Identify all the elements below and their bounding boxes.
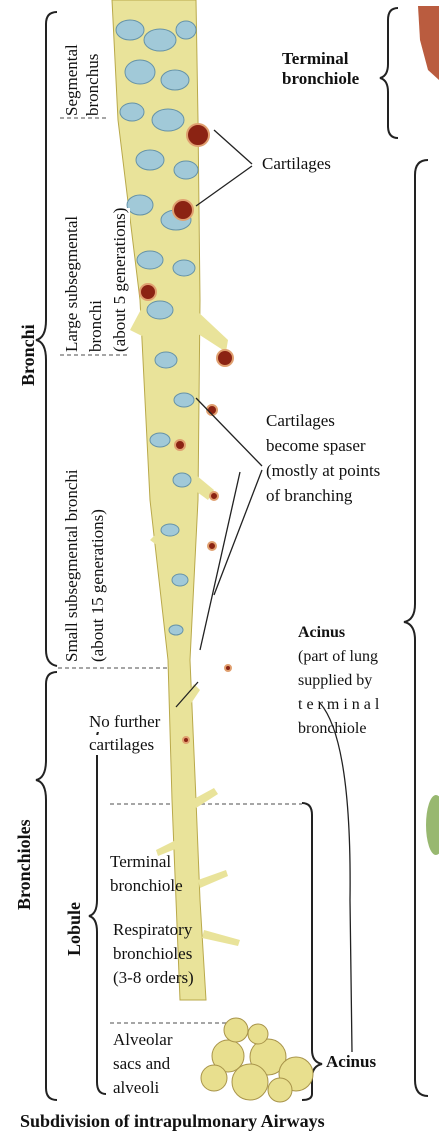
- acinus-desc-line1: (part of lung: [298, 647, 378, 667]
- alveolar-line1: Alveolar: [113, 1030, 172, 1050]
- acinus-bottom-bracket: [302, 803, 322, 1100]
- respiratory-line1: Respiratory: [113, 920, 192, 940]
- terminal-bronchiole-low-line2: bronchiole: [110, 876, 183, 896]
- alveolar-line2: sacs and: [113, 1054, 170, 1074]
- terminal-bronchiole-bracket: [380, 8, 398, 138]
- acinus-desc-line3: t e r m i n a l: [298, 695, 379, 715]
- respiratory-line3: (3-8 orders): [113, 968, 194, 988]
- acinus-right-bracket: [404, 160, 428, 1096]
- lobule-bracket: [89, 727, 106, 1094]
- cartilages-sparser-line4: of branching: [266, 486, 352, 506]
- segmental-line1: Segmental: [62, 44, 82, 116]
- respiratory-line2: bronchioles: [113, 944, 192, 964]
- small-subsegmental-line1: Small subsegmental bronchi: [62, 469, 82, 662]
- segmental-line2: bronchus: [83, 54, 103, 116]
- acinus-bottom-label: Acinus: [326, 1052, 376, 1072]
- cartilages-sparser-line2: become spaser: [266, 436, 366, 456]
- no-further-line1: No further: [89, 712, 160, 732]
- no-further-line2: cartilages: [89, 735, 154, 755]
- terminal-bronchiole-top-line1: Terminal: [282, 49, 348, 69]
- cartilages-sparser-line1: Cartilages: [266, 411, 335, 431]
- lobule-label: Lobule: [64, 902, 84, 956]
- terminal-bronchiole-low-line1: Terminal: [110, 852, 171, 872]
- cartilages-label: Cartilages: [262, 154, 331, 174]
- terminal-bronchiole-top-line2: bronchiole: [282, 69, 359, 89]
- acinus-desc-line2: supplied by: [298, 671, 372, 691]
- alveolar-line3: alveoli: [113, 1078, 159, 1098]
- large-subsegmental-line3: (about 5 generations): [110, 208, 130, 352]
- large-subsegmental-line2: bronchi: [86, 300, 106, 352]
- large-subsegmental-line1: Large subsegmental: [62, 216, 82, 352]
- small-subsegmental-line2: (about 15 generations): [88, 509, 108, 662]
- figure-caption: Subdivision of intrapulmonary Airways: [20, 1111, 325, 1131]
- cartilages-sparser-line3: (mostly at points: [266, 461, 380, 481]
- bronchioles-label: Bronchioles: [14, 819, 34, 910]
- bronchioles-bracket: [36, 672, 57, 1100]
- acinus-title: Acinus: [298, 623, 345, 643]
- bronchi-bracket: [36, 12, 57, 666]
- bronchi-label: Bronchi: [18, 324, 38, 386]
- acinus-desc-line4: bronchiole: [298, 719, 366, 739]
